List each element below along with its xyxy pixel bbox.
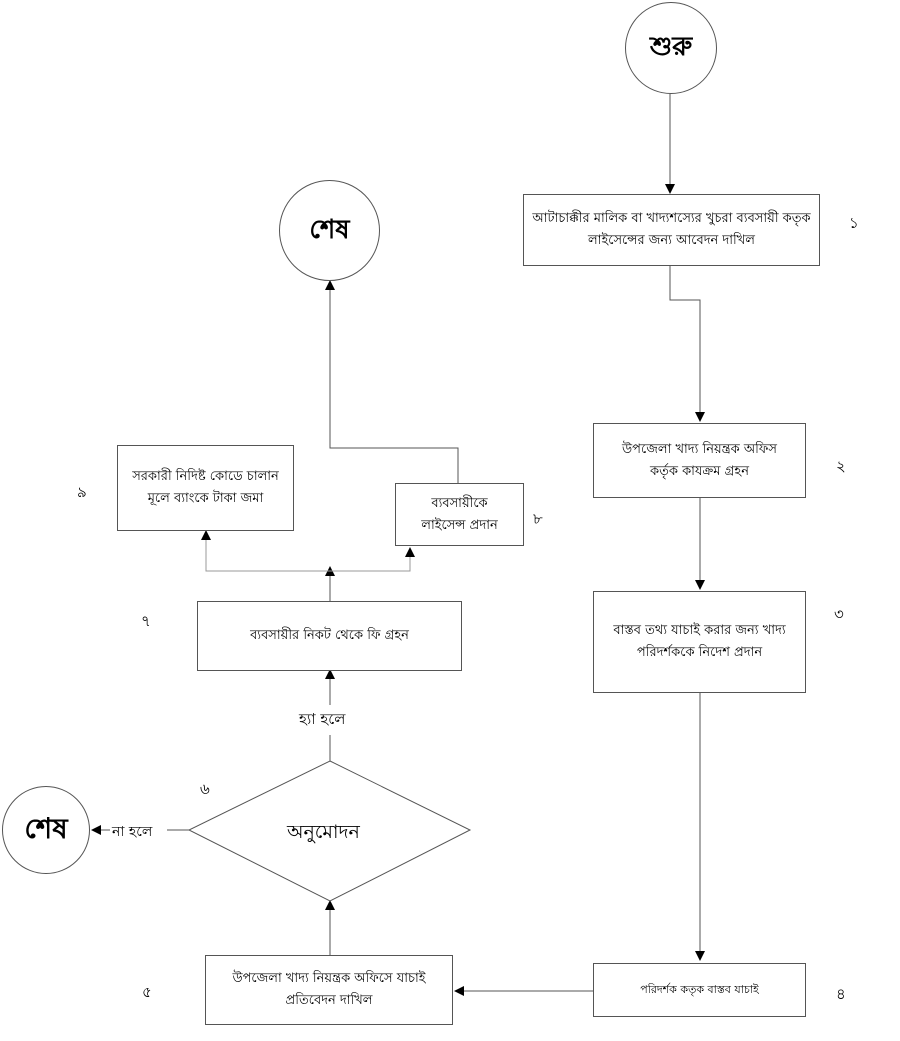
step-8-text: ব্যবসায়ীকে লাইসেন্স প্রদান xyxy=(421,495,498,533)
end-terminal-top: শেষ xyxy=(279,180,380,281)
step-1-number: ১ xyxy=(849,214,859,232)
connector-split-to-step8 xyxy=(330,547,415,572)
step-5-text: উপজেলা খাদ্য নিয়ন্ত্রক অফিসে যাচাই প্রত… xyxy=(232,971,426,1008)
step-7-text: ব্যবসায়ীর নিকট থেকে ফি গ্রহন xyxy=(250,628,409,643)
decision-diamond xyxy=(187,760,472,902)
connector-split-to-step9 xyxy=(201,530,330,572)
step-8-box: ব্যবসায়ীকে লাইসেন্স প্রদান xyxy=(395,483,524,546)
start-label: শুরু xyxy=(649,32,693,62)
yes-branch-label: হ্যা হলে xyxy=(299,710,346,728)
step-1-text: আটাচাক্কীর মালিক বা খাদ্যশস্যের খুচরা ব্… xyxy=(532,211,811,248)
step-9-box: সরকারী নিদিষ্ট কোডে চালান মূলে ব্যাংকে ট… xyxy=(117,445,294,531)
step-8-number: ৮ xyxy=(533,510,543,528)
no-branch-label: না হলে xyxy=(112,824,153,840)
step-4-number: ৪ xyxy=(836,985,846,1003)
step-6-number: ৬ xyxy=(200,780,210,798)
step-2-box: উপজেলা খাদ্য নিয়ন্ত্রক অফিস কর্তৃক কাযক… xyxy=(593,423,806,498)
step-5-number: ৫ xyxy=(142,983,152,1001)
step-3-text: বাস্তব তথ্য যাচাই করার জন্য খাদ্য পরিদর্… xyxy=(613,623,786,660)
end-terminal-left: শেষ xyxy=(2,786,90,874)
end-top-label: শেষ xyxy=(309,214,350,245)
step-7-box: ব্যবসায়ীর নিকট থেকে ফি গ্রহন xyxy=(197,601,462,671)
step-9-number: ৯ xyxy=(77,483,87,501)
step-7-number: ৭ xyxy=(141,612,151,630)
step-1-box: আটাচাক্কীর মালিক বা খাদ্যশস্যের খুচরা ব্… xyxy=(523,194,820,266)
step-4-box: পরিদর্শক কতৃক বাস্তব যাচাই xyxy=(593,963,806,1017)
connector-step8-to-end-top xyxy=(325,280,459,483)
connector-step1-to-step2 xyxy=(669,265,705,422)
step-5-box: উপজেলা খাদ্য নিয়ন্ত্রক অফিসে যাচাই প্রত… xyxy=(205,955,453,1025)
decision-label: অনুমোদন xyxy=(287,821,360,843)
step-2-text: উপজেলা খাদ্য নিয়ন্ত্রক অফিস কর্তৃক কাযক… xyxy=(622,441,777,479)
step-9-text: সরকারী নিদিষ্ট কোডে চালান মূলে ব্যাংকে ট… xyxy=(132,469,279,506)
step-4-text: পরিদর্শক কতৃক বাস্তব যাচাই xyxy=(640,983,759,996)
step-3-box: বাস্তব তথ্য যাচাই করার জন্য খাদ্য পরিদর্… xyxy=(593,591,806,693)
start-terminal: শুরু xyxy=(625,2,717,94)
step-3-number: ৩ xyxy=(834,605,844,623)
end-left-label: শেষ xyxy=(24,811,68,845)
step-2-number: ২ xyxy=(836,457,846,475)
